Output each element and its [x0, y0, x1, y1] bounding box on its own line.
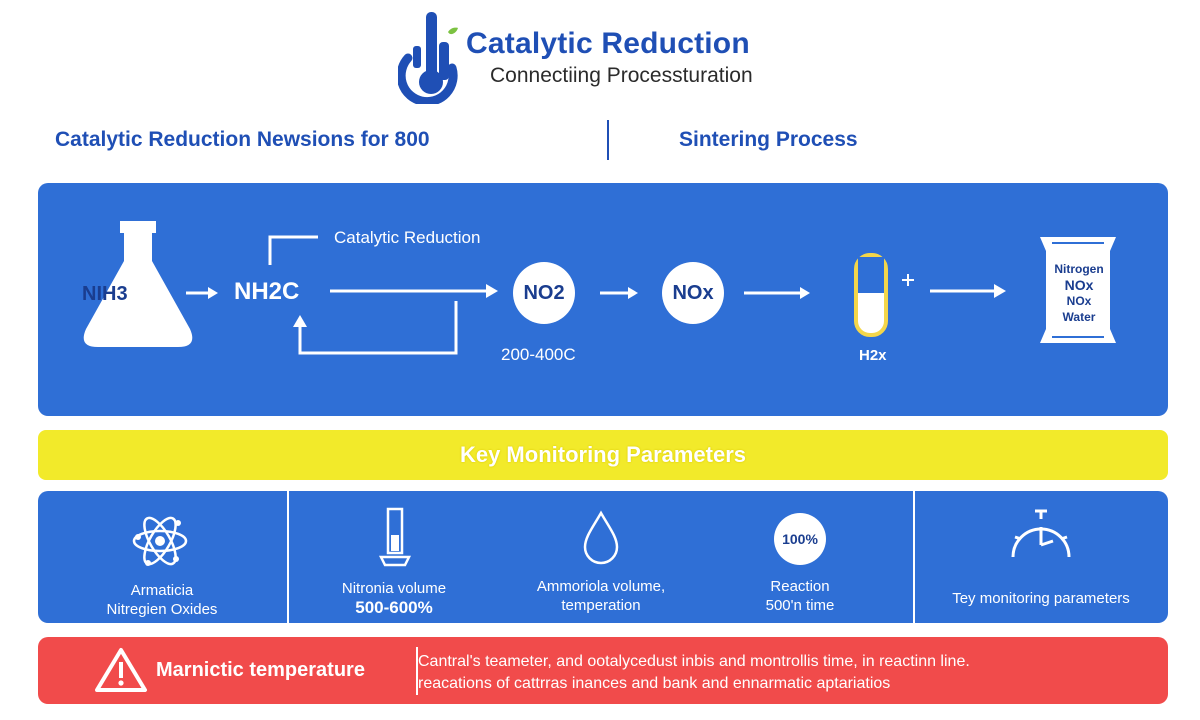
param-label: Armaticia Nitregien Oxides: [52, 581, 272, 619]
section-title-left: Catalytic Reduction Newsions for 800: [55, 128, 430, 151]
temperature-label: 200-400C: [501, 345, 576, 364]
output-labels: Nitrogen NOx NOx Water: [1046, 261, 1112, 325]
warning-icon: [95, 648, 147, 692]
flask-label: NIH3: [82, 283, 128, 305]
output-line: NOx: [1066, 294, 1092, 308]
arrow-2: [330, 284, 498, 298]
alert-line-2: reacations of cattrras inances and bank …: [418, 675, 891, 692]
arrow-4: [744, 287, 810, 299]
param-line-1: Nitronia volume: [341, 580, 447, 597]
thermometer-logo-icon: [398, 12, 458, 104]
output-line: NOx: [1064, 277, 1094, 293]
param-label: Ammoriola volume, temperation: [491, 577, 711, 615]
arrow-3: [600, 287, 638, 299]
param-label: Tey monitoring parameters: [931, 589, 1151, 608]
monitoring-title: Key Monitoring Parameters: [459, 442, 747, 467]
parameters-panel: Armaticia Nitregien Oxides Nitronia volu…: [38, 491, 1168, 623]
alert-bar: Marnictic temperature Cantral's teameter…: [38, 637, 1168, 704]
param-line-1: Tey monitoring parameters: [952, 590, 1130, 607]
header: Catalytic Reduction Connectiing Processt…: [0, 0, 1200, 115]
alert-text: Cantral's teameter, and ootalycedust inb…: [418, 651, 970, 695]
badge-100-icon: 100%: [774, 513, 826, 565]
param-item-volume: Nitronia volume 500-600%: [289, 491, 499, 623]
alert-divider: [416, 647, 418, 695]
arrow-1: [186, 287, 218, 299]
alert-title: Marnictic temperature: [156, 659, 365, 681]
param-line-1: Reaction: [770, 578, 830, 595]
flask-icon: [83, 221, 193, 347]
section-title-right: Sintering Process: [679, 128, 858, 151]
tube-label: H2x: [859, 347, 887, 364]
output-line: Water: [1062, 310, 1096, 324]
param-divider: [913, 491, 915, 623]
param-label: Nitronia volume 500-600%: [284, 579, 504, 618]
alert-line-1: Cantral's teameter, and ootalycedust inb…: [418, 653, 970, 670]
product-bag-icon: [1040, 237, 1116, 343]
loop-label: Catalytic Reduction: [334, 228, 481, 247]
output-line: Nitrogen: [1054, 262, 1104, 276]
param-item-reaction: 100% Reaction 500'n time: [699, 491, 913, 623]
monitoring-title-bar: Key Monitoring Parameters: [38, 430, 1168, 480]
flow-arrows: [83, 221, 1116, 355]
page-subtitle: Connectiing Processturation: [490, 64, 753, 87]
param-line-2: 500-600%: [355, 598, 433, 617]
param-divider: [287, 491, 289, 623]
param-line-1: Ammoriola volume,: [536, 578, 666, 595]
test-tube-icon: [378, 507, 412, 567]
arrow-5: [930, 284, 1006, 298]
param-item-droplet: Ammoriola volume, temperation: [499, 491, 699, 623]
test-tube-icon: [854, 253, 914, 337]
param-line-2: Nitregien Oxides: [106, 601, 218, 618]
atom-icon: [132, 516, 188, 566]
param-item-stopwatch: Tey monitoring parameters: [915, 491, 1168, 623]
loop-bracket-top: [268, 235, 318, 265]
param-label: Reaction 500'n time: [690, 577, 910, 615]
no2-node: NO2: [513, 262, 575, 324]
loop-return-arrow: [293, 301, 458, 355]
nox-node: NOx: [662, 262, 724, 324]
section-divider: [607, 120, 609, 160]
param-line-2: temperation: [561, 597, 641, 614]
page-title: Catalytic Reduction: [466, 27, 750, 60]
stopwatch-icon: [1011, 509, 1071, 558]
process-flow-panel: NIH3 NH2C Catalytic Reduction 200-400C N…: [38, 183, 1168, 416]
param-line-1: Armaticia: [130, 582, 194, 599]
param-item-atom: Armaticia Nitregien Oxides: [38, 491, 287, 623]
badge-text: 100%: [782, 531, 818, 547]
param-line-2: 500'n time: [765, 597, 835, 614]
droplet-icon: [583, 510, 619, 565]
intermediate-label: NH2C: [234, 278, 300, 305]
